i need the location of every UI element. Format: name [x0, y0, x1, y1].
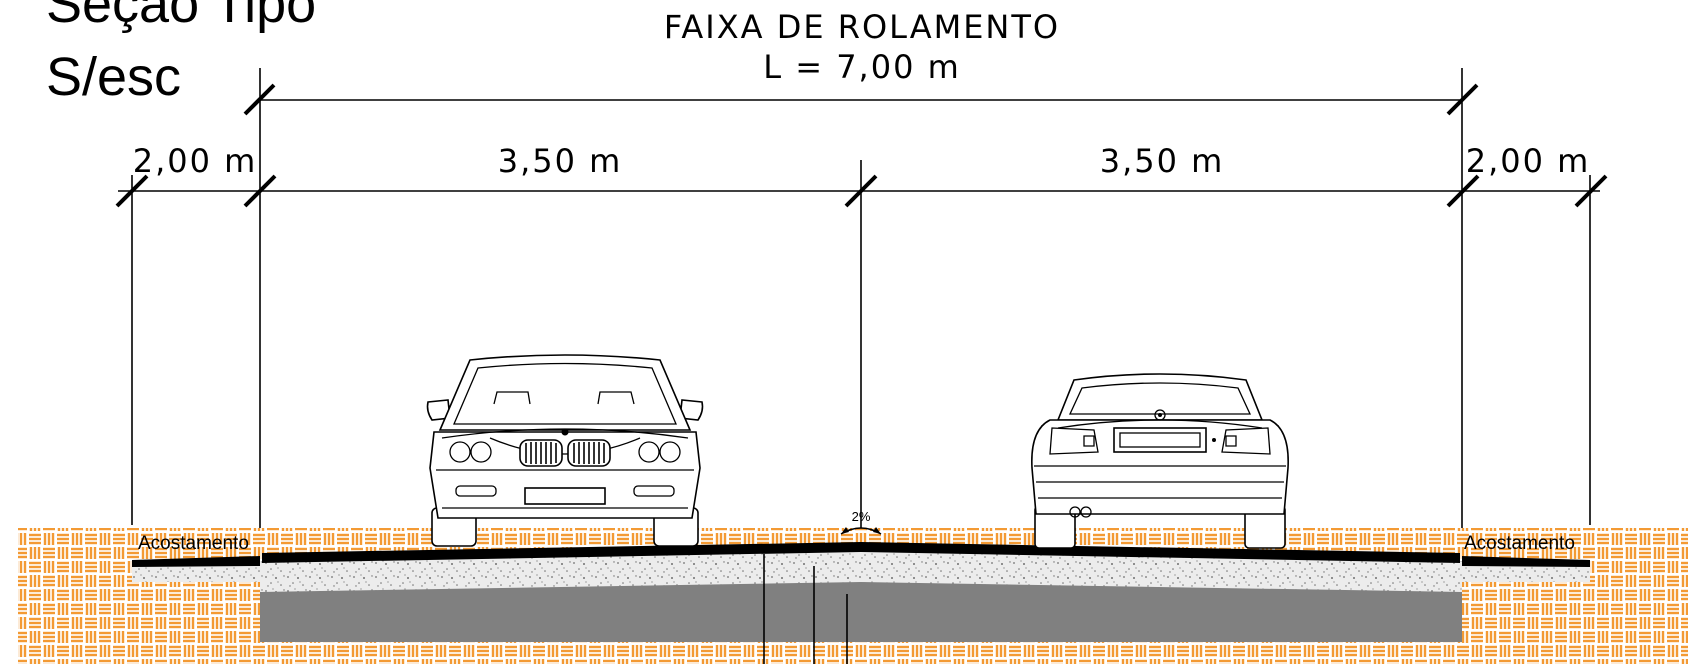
section-title-line1: Seção Tipo	[46, 0, 316, 34]
shoulder-label-left: Acostamento	[138, 533, 249, 554]
segment-label-shoulder-right: 2,00 m	[1466, 142, 1591, 180]
shoulder-label-right: Acostamento	[1464, 533, 1575, 554]
asphalt-surface	[262, 542, 1460, 563]
shoulder-left-surface	[132, 556, 260, 567]
lane-dimension: FAIXA DE ROLAMENTO L = 7,00 m	[243, 8, 1479, 116]
pavement-layers	[132, 542, 1590, 664]
subbase-layer	[260, 548, 1462, 592]
car-rear-icon	[1031, 373, 1289, 549]
lane-dimension-value: L = 7,00 m	[763, 48, 961, 86]
section-title-line2: S/esc	[46, 47, 181, 107]
base-layer	[260, 580, 1462, 642]
extension-lines	[131, 68, 1591, 560]
car-front-icon	[426, 354, 704, 547]
segment-label-lane-right: 3,50 m	[1100, 142, 1225, 180]
segment-label-shoulder-left: 2,00 m	[133, 142, 258, 180]
segment-dimensions: 2,00 m 3,50 m 3,50 m 2,00 m	[115, 142, 1608, 208]
shoulder-right-surface	[1462, 556, 1590, 567]
crossfall-indicator: 2%	[840, 509, 882, 535]
lane-dimension-label: FAIXA DE ROLAMENTO	[664, 8, 1060, 46]
segment-label-lane-left: 3,50 m	[498, 142, 623, 180]
crossfall-label: 2%	[852, 509, 871, 524]
